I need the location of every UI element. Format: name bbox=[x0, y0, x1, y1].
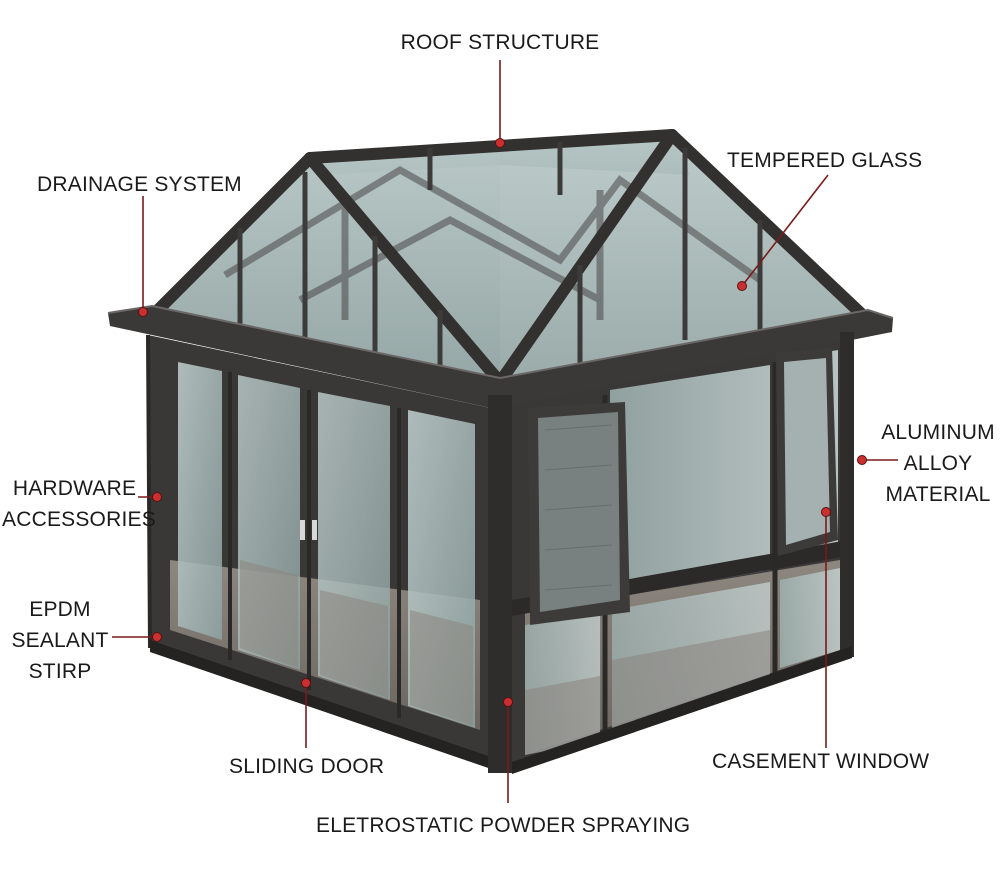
roof-gutter bbox=[108, 306, 893, 410]
right-glass-lower-3 bbox=[780, 568, 840, 668]
right-wall bbox=[512, 332, 854, 774]
dot-hardware-accessories bbox=[152, 492, 162, 502]
dot-tempered-glass bbox=[737, 281, 747, 291]
label-epdm-line1: EPDM bbox=[29, 598, 91, 621]
label-electrostatic-powder-spraying: ELETROSTATIC POWDER SPRAYING bbox=[316, 814, 691, 837]
dot-drainage-system bbox=[138, 307, 148, 317]
label-aluminum-line3: MATERIAL bbox=[885, 483, 991, 506]
right-glass-upper bbox=[610, 365, 770, 598]
leader-dots bbox=[138, 138, 867, 707]
label-hardware-line1: HARDWARE bbox=[12, 477, 137, 500]
label-epdm-line3: STIRP bbox=[28, 660, 92, 683]
left-panel-1 bbox=[178, 362, 222, 640]
dot-electrostatic-powder bbox=[503, 697, 513, 707]
label-drainage-system: DRAINAGE SYSTEM bbox=[37, 173, 242, 196]
label-roof-structure: ROOF STRUCTURE bbox=[400, 31, 600, 54]
label-tempered-glass: TEMPERED GLASS bbox=[727, 149, 923, 172]
label-aluminum-line1: ALUMINUM bbox=[881, 421, 995, 444]
label-casement-window: CASEMENT WINDOW bbox=[712, 750, 930, 773]
dot-casement-window bbox=[821, 507, 831, 517]
label-sliding-door: SLIDING DOOR bbox=[229, 755, 385, 778]
label-aluminum-alloy-material: ALUMINUM ALLOY MATERIAL bbox=[876, 417, 1000, 510]
dot-sliding-door bbox=[301, 678, 311, 688]
leader-lines bbox=[112, 60, 898, 803]
label-epdm-sealant-strip: EPDM SEALANT STIRP bbox=[8, 594, 112, 687]
dot-roof-structure bbox=[495, 138, 505, 148]
leader-tempered-glass bbox=[741, 174, 829, 287]
dot-aluminum-alloy bbox=[857, 455, 867, 465]
dot-epdm-sealant bbox=[152, 632, 162, 642]
left-wall bbox=[146, 334, 500, 772]
label-hardware-accessories: HARDWARE ACCESSORIES bbox=[2, 473, 156, 535]
label-hardware-line2: ACCESSORIES bbox=[2, 508, 156, 531]
roof bbox=[107, 129, 894, 410]
label-epdm-line2: SEALANT bbox=[11, 629, 109, 652]
label-aluminum-line2: ALLOY bbox=[903, 452, 973, 475]
